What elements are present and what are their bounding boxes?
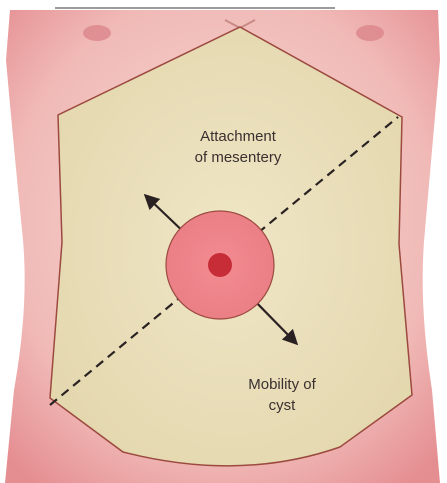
label-mobility-line2: cyst [269,397,297,414]
label-mobility-line1: Mobility of [248,376,316,393]
left-nipple-icon [83,25,111,41]
label-mesentery-line2: of mesentery [195,149,282,166]
right-nipple-icon [356,25,384,41]
label-mesentery-line1: Attachment [200,128,277,145]
umbilicus-core [208,253,232,277]
